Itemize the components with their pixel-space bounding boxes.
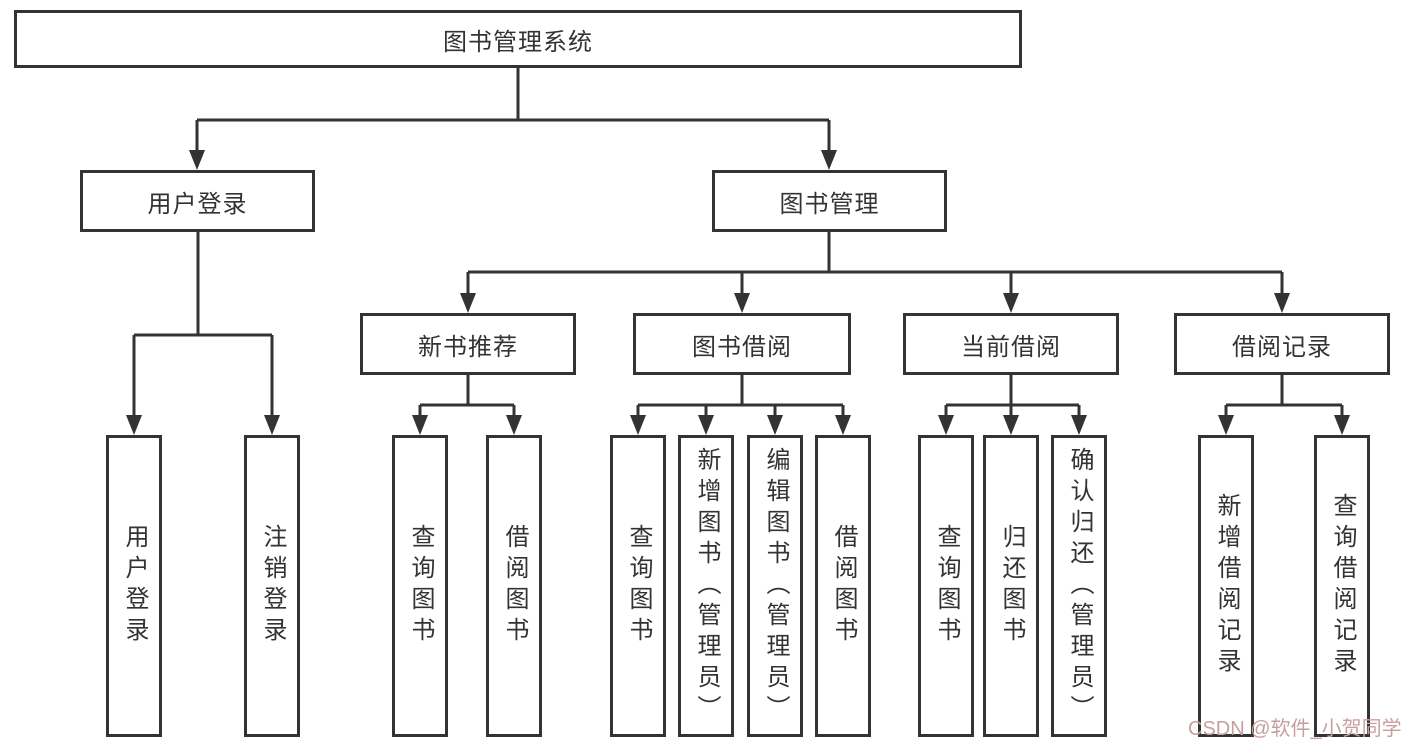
node-new-book-recommendation: 新书推荐: [360, 313, 576, 375]
node-current-borrowing: 当前借阅: [903, 313, 1119, 375]
leaf-return-books-label: 归还图书: [998, 524, 1025, 648]
node-book-management: 图书管理: [712, 170, 947, 232]
leaf-add-borrow-record-label: 新增借阅记录: [1213, 493, 1240, 679]
csdn-watermark: CSDN @软件_小贺同学: [1188, 718, 1402, 740]
leaf-query-borrow-record: 查询借阅记录: [1314, 435, 1370, 737]
node-user-login: 用户登录: [80, 170, 315, 232]
leaf-borrow-books-borrowing: 借阅图书: [815, 435, 871, 737]
leaf-borrow-books-recommend-label: 借阅图书: [501, 524, 528, 648]
connector-book-borrowing-to-leaves: [630, 375, 851, 435]
leaf-edit-book-admin: 编辑图书（管理员）: [747, 435, 803, 737]
node-book-borrowing: 图书借阅: [633, 313, 851, 375]
connector-new-book-to-leaves: [412, 375, 522, 435]
leaf-return-books: 归还图书: [983, 435, 1039, 737]
leaf-query-borrow-record-label: 查询借阅记录: [1329, 493, 1356, 679]
leaf-user-login-label: 用户登录: [121, 524, 148, 648]
leaf-logout: 注销登录: [244, 435, 300, 737]
connector-root-to-level1: [189, 68, 837, 170]
leaf-query-books-borrowing: 查询图书: [610, 435, 666, 737]
node-borrowing-records: 借阅记录: [1174, 313, 1390, 375]
node-borrowing-records-label: 借阅记录: [1232, 333, 1332, 361]
leaf-query-books-recommend: 查询图书: [392, 435, 448, 737]
leaf-borrow-books-recommend: 借阅图书: [486, 435, 542, 737]
connector-borrowing-records-to-leaves: [1218, 375, 1350, 435]
node-new-book-recommendation-label: 新书推荐: [418, 333, 518, 361]
leaf-borrow-books-borrowing-label: 借阅图书: [830, 524, 857, 648]
leaf-user-login: 用户登录: [106, 435, 162, 737]
leaf-edit-book-admin-label: 编辑图书（管理员）: [762, 446, 789, 726]
leaf-add-borrow-record: 新增借阅记录: [1198, 435, 1254, 737]
leaf-confirm-return-admin: 确认归还（管理员）: [1051, 435, 1107, 737]
leaf-query-books-current: 查询图书: [918, 435, 974, 737]
node-library-system: 图书管理系统: [14, 10, 1022, 68]
connector-current-borrowing-to-leaves: [938, 375, 1087, 435]
connector-book-management-to-level2: [460, 232, 1290, 313]
node-book-borrowing-label: 图书借阅: [692, 333, 792, 361]
leaf-logout-label: 注销登录: [259, 524, 286, 648]
connector-user-login-to-leaves: [126, 232, 280, 435]
node-library-system-label: 图书管理系统: [443, 28, 593, 56]
leaf-add-book-admin: 新增图书（管理员）: [678, 435, 734, 737]
leaf-query-books-current-label: 查询图书: [933, 524, 960, 648]
leaf-query-books-borrowing-label: 查询图书: [625, 524, 652, 648]
node-current-borrowing-label: 当前借阅: [961, 333, 1061, 361]
leaf-confirm-return-admin-label: 确认归还（管理员）: [1066, 446, 1093, 726]
leaf-query-books-recommend-label: 查询图书: [407, 524, 434, 648]
leaf-add-book-admin-label: 新增图书（管理员）: [693, 446, 720, 726]
node-user-login-label: 用户登录: [147, 190, 248, 218]
node-book-management-label: 图书管理: [779, 190, 880, 218]
